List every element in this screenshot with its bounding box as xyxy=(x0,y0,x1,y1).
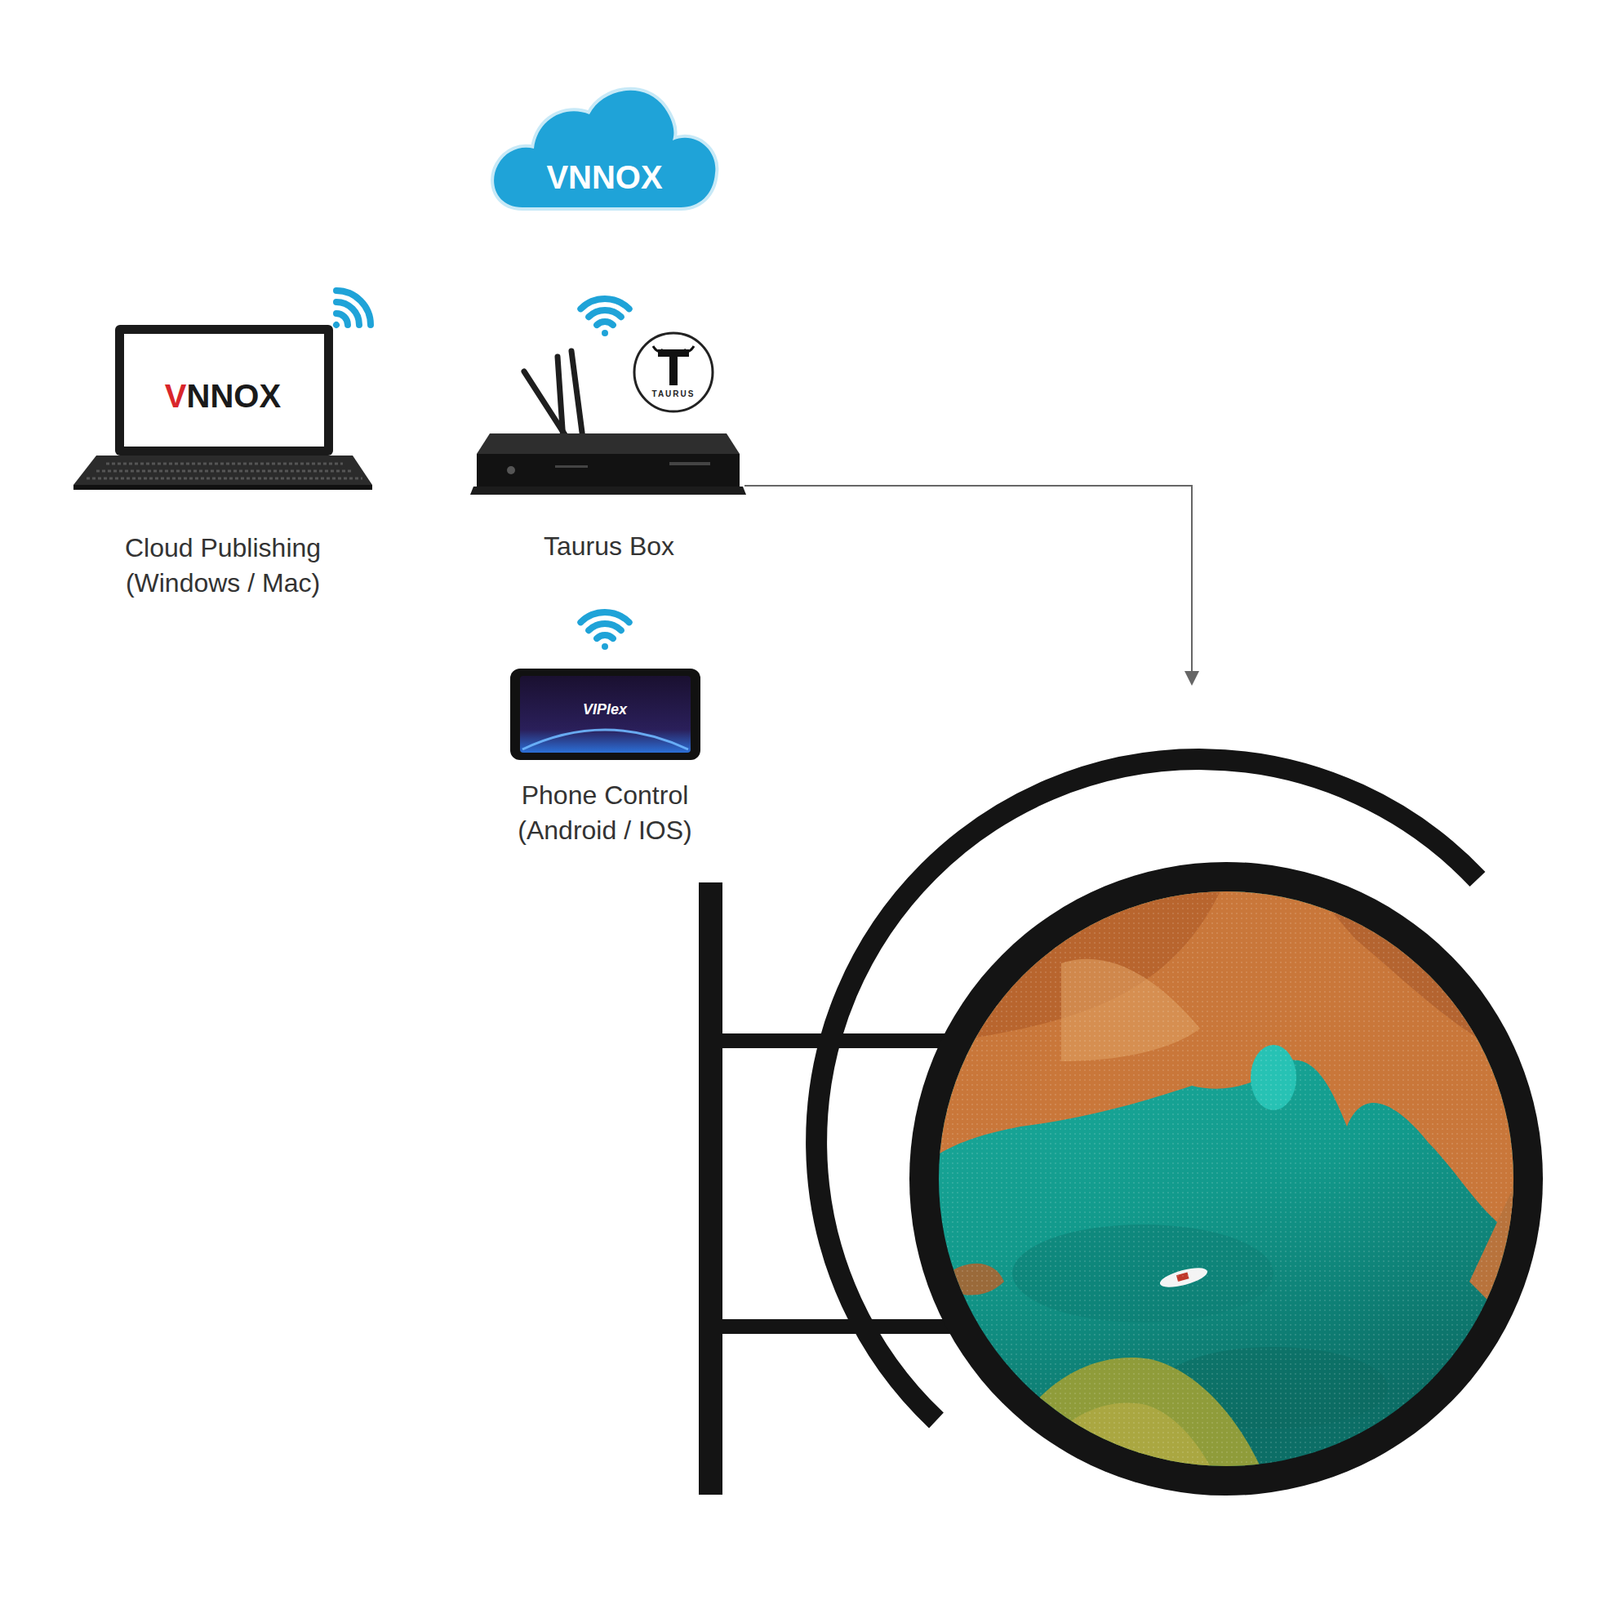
taurus-device xyxy=(470,333,747,495)
laptop-node: VNNOX Cloud Publishing (Windows / Mac) xyxy=(73,324,373,605)
logo-label: TAURUS xyxy=(640,389,707,399)
node-label: Taurus Box xyxy=(474,528,744,565)
signal-arrow xyxy=(744,485,1200,686)
node-label: Cloud Publishing (Windows / Mac) xyxy=(100,530,346,601)
round-led-display xyxy=(698,759,1543,1496)
logo-text: VNNOX xyxy=(489,155,720,200)
logo-text: VNNOX xyxy=(73,373,373,418)
node-label: Phone Control (Android / IOS) xyxy=(498,777,712,849)
wifi-icon xyxy=(580,298,629,337)
wifi-icon xyxy=(580,612,629,650)
phone-node: VIPlexPhone Control (Android / IOS) xyxy=(498,668,712,852)
device-node: Taurus Box xyxy=(474,528,744,570)
laptop-icon xyxy=(73,324,373,490)
app-name: VIPlex xyxy=(498,699,712,720)
cloud-node: VNNOX xyxy=(489,76,720,214)
